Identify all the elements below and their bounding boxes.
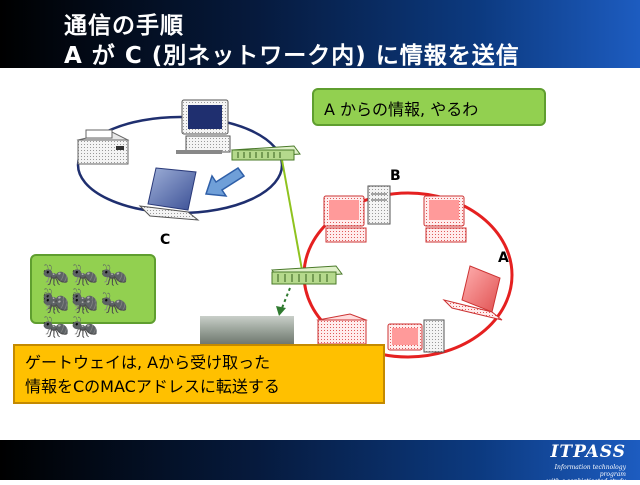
gateway-link-line bbox=[281, 159, 303, 271]
desktop-right-bottom-icon bbox=[387, 319, 445, 353]
printer-left-icon bbox=[76, 129, 130, 165]
logo-tagline-line1: Information technology program bbox=[554, 464, 626, 478]
printer-right-icon bbox=[316, 313, 368, 345]
dotted-arrow-head bbox=[276, 306, 286, 316]
desktop-right-left-icon bbox=[323, 195, 367, 243]
switch-gateway bbox=[271, 265, 343, 285]
laptop-a-icon bbox=[442, 265, 503, 321]
logo-tagline-line2: with a sophisticated study bbox=[546, 478, 626, 485]
node-label-c: C bbox=[160, 232, 171, 248]
logo-name: ITPASS bbox=[550, 442, 626, 462]
slide-title: 通信の手順 bbox=[64, 13, 184, 39]
ants-row-bottom: 🐜🐜🐜🐜🐜 bbox=[42, 291, 131, 340]
gateway-note: ゲートウェイは, Aから受け取った 情報をCのMACアドレスに転送する bbox=[13, 344, 385, 404]
gateway-note-line2: 情報をCのMACアドレスに転送する bbox=[25, 377, 280, 396]
node-label-b: B bbox=[390, 168, 401, 184]
desktop-b-icon bbox=[367, 185, 391, 225]
blue-arrow bbox=[204, 166, 246, 197]
title-bar bbox=[0, 0, 640, 68]
itpass-logo: ITPASS Information technology program wi… bbox=[536, 442, 626, 485]
gateway-photo bbox=[200, 316, 294, 344]
gateway-note-line1: ゲートウェイは, Aから受け取った bbox=[25, 353, 271, 372]
ants-row-top: 🐜🐜🐜🐜🐜 bbox=[42, 263, 131, 312]
desktop-left-icon bbox=[176, 99, 231, 154]
switch-top bbox=[231, 145, 301, 161]
footer-bar bbox=[0, 440, 640, 480]
desktop-right-top-icon bbox=[423, 195, 467, 243]
dotted-arrow bbox=[281, 287, 291, 309]
slide-subtitle: A が C (別ネットワーク内) に情報を送信 bbox=[64, 43, 520, 69]
logo-tagline: Information technology program with a so… bbox=[536, 464, 626, 485]
info-callout: A からの情報, やるわ bbox=[312, 88, 546, 126]
node-label-a: A bbox=[498, 250, 509, 266]
ants-callout: 🐜🐜🐜🐜🐜 🐜🐜🐜🐜🐜 bbox=[30, 254, 156, 340]
laptop-c-icon bbox=[138, 167, 200, 221]
